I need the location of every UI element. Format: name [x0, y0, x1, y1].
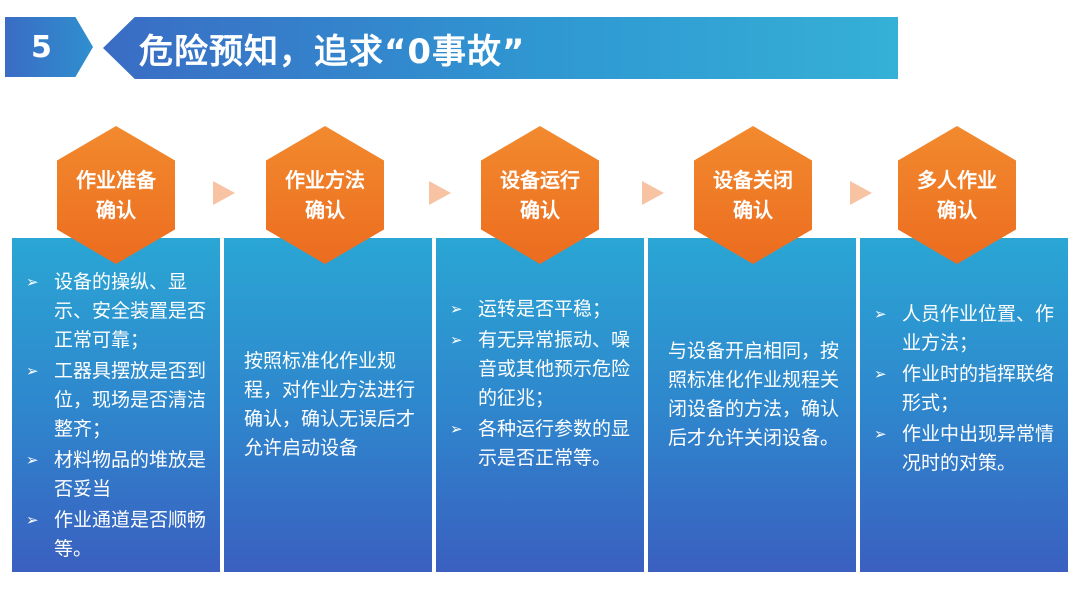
column-text: 按照标准化作业规程，对作业方法进行确认，确认无误后才允许启动设备 — [244, 350, 416, 459]
arrow-right-icon — [642, 181, 664, 205]
step-label: 确认 — [520, 198, 560, 222]
step-label: 多人作业 — [917, 168, 997, 192]
arrow-bullet-icon: ➢ — [26, 273, 39, 291]
step-label: 作业准备 — [76, 168, 156, 192]
section-number: 5 — [31, 29, 52, 65]
list-item: ➢工器具摆放是否到位，现场是否清洁整齐； — [22, 357, 212, 444]
column-preparation: ➢设备的操纵、显示、安全装置是否正常可靠； ➢工器具摆放是否到位，现场是否清洁整… — [12, 238, 220, 572]
page-title: 危险预知，追求“0事故” — [139, 31, 526, 72]
step-hexagon-multi-person: 多人作业 确认 — [898, 126, 1016, 264]
bullet-list: ➢人员作业位置、作业方法； ➢作业时的指挥联络形式； ➢作业中出现异常情况时的对… — [860, 300, 1068, 480]
step-hexagon-shutdown: 设备关闭 确认 — [694, 126, 812, 264]
arrow-bullet-icon: ➢ — [26, 451, 39, 469]
step-label: 确认 — [305, 198, 345, 222]
arrow-bullet-icon: ➢ — [874, 365, 887, 383]
arrow-bullet-icon: ➢ — [26, 511, 39, 529]
list-item: ➢各种运行参数的显示是否正常等。 — [446, 415, 636, 473]
arrow-bullet-icon: ➢ — [450, 300, 463, 318]
bullet-list: ➢运转是否平稳； ➢有无异常振动、噪音或其他预示危险的征兆； ➢各种运行参数的显… — [436, 295, 644, 475]
step-label: 确认 — [937, 198, 977, 222]
step-label: 确认 — [733, 198, 773, 222]
step-label: 设备关闭 — [713, 168, 793, 192]
step-label: 作业方法 — [285, 168, 365, 192]
list-item: ➢作业时的指挥联络形式； — [870, 360, 1060, 418]
list-item: ➢人员作业位置、作业方法； — [870, 300, 1060, 358]
arrow-bullet-icon: ➢ — [450, 420, 463, 438]
list-item: ➢作业通道是否顺畅等。 — [22, 506, 212, 564]
section-number-badge: 5 — [5, 17, 93, 77]
arrow-bullet-icon: ➢ — [874, 305, 887, 323]
step-label: 确认 — [96, 198, 136, 222]
list-item: ➢设备的操纵、显示、安全装置是否正常可靠； — [22, 268, 212, 355]
column-method: 按照标准化作业规程，对作业方法进行确认，确认无误后才允许启动设备 — [224, 238, 432, 572]
step-label: 设备运行 — [500, 168, 580, 192]
column-running: ➢运转是否平稳； ➢有无异常振动、噪音或其他预示危险的征兆； ➢各种运行参数的显… — [436, 238, 644, 572]
list-item: ➢作业中出现异常情况时的对策。 — [870, 420, 1060, 478]
column-text: 与设备开启相同，按照标准化作业规程关闭设备的方法，确认后才允许关闭设备。 — [668, 340, 840, 449]
arrow-bullet-icon: ➢ — [26, 362, 39, 380]
arrow-right-icon — [213, 181, 235, 205]
list-item: ➢材料物品的堆放是否妥当 — [22, 446, 212, 504]
list-item: ➢有无异常振动、噪音或其他预示危险的征兆； — [446, 326, 636, 413]
arrow-right-icon — [850, 181, 872, 205]
column-multi-person: ➢人员作业位置、作业方法； ➢作业时的指挥联络形式； ➢作业中出现异常情况时的对… — [860, 238, 1068, 572]
list-item: ➢运转是否平稳； — [446, 295, 636, 324]
arrow-bullet-icon: ➢ — [450, 331, 463, 349]
column-shutdown: 与设备开启相同，按照标准化作业规程关闭设备的方法，确认后才允许关闭设备。 — [648, 238, 856, 572]
bullet-list: ➢设备的操纵、显示、安全装置是否正常可靠； ➢工器具摆放是否到位，现场是否清洁整… — [12, 268, 220, 566]
arrow-right-icon — [429, 181, 451, 205]
title-banner: 危险预知，追求“0事故” — [103, 17, 898, 79]
arrow-bullet-icon: ➢ — [874, 425, 887, 443]
